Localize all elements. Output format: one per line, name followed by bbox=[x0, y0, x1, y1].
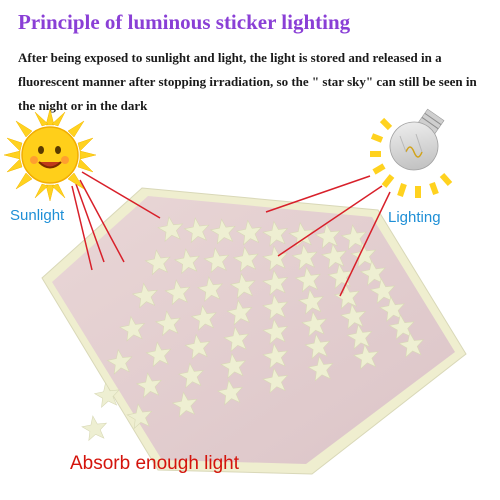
star-sticker bbox=[232, 246, 259, 273]
star-sticker bbox=[235, 219, 262, 246]
star-sticker bbox=[307, 355, 334, 382]
star-sticker bbox=[229, 272, 256, 299]
sun-icon bbox=[3, 108, 97, 202]
star-sticker bbox=[93, 382, 120, 408]
description-text: After being exposed to sunlight and ligh… bbox=[18, 50, 477, 113]
star-sticker bbox=[119, 315, 146, 342]
star-sticker bbox=[388, 313, 415, 340]
star-sticker bbox=[262, 343, 289, 370]
star-sticker bbox=[262, 318, 289, 345]
sunlight-label: Sunlight bbox=[10, 207, 65, 224]
star-sticker bbox=[135, 372, 162, 399]
star-sticker bbox=[216, 379, 244, 406]
star-sticker bbox=[183, 217, 210, 244]
star-sticker bbox=[352, 343, 379, 370]
star-sticker bbox=[145, 341, 172, 368]
star-sticker bbox=[304, 333, 331, 360]
star-sticker bbox=[369, 277, 396, 304]
star-sticker bbox=[320, 243, 347, 270]
star-sticker bbox=[190, 304, 217, 331]
glow-stars bbox=[81, 216, 425, 442]
star-sticker bbox=[144, 249, 171, 276]
lighting-label: Lighting bbox=[388, 209, 441, 226]
star-sticker bbox=[301, 311, 328, 338]
star-sticker bbox=[226, 299, 253, 326]
star-sticker bbox=[262, 294, 289, 321]
star-sticker bbox=[220, 352, 247, 379]
star-sticker bbox=[350, 242, 377, 269]
star-sticker bbox=[81, 415, 108, 442]
star-sticker bbox=[223, 326, 250, 353]
star-sticker bbox=[184, 333, 211, 360]
star-sticker bbox=[197, 276, 224, 303]
star-sticker bbox=[333, 283, 360, 310]
star-sticker bbox=[288, 221, 315, 248]
star-sticker bbox=[203, 247, 230, 274]
star-sticker bbox=[178, 362, 205, 389]
page-title: Principle of luminous sticker lighting bbox=[18, 10, 351, 34]
star-sticker bbox=[157, 216, 184, 243]
star-sticker bbox=[346, 323, 373, 350]
absorb-label: Absorb enough light bbox=[70, 453, 240, 474]
lighting-rays bbox=[265, 175, 391, 297]
star-sticker bbox=[154, 310, 181, 337]
sunlight-rays bbox=[71, 171, 161, 271]
light-bulb-icon bbox=[370, 108, 453, 198]
star-sticker bbox=[106, 348, 133, 375]
star-sticker bbox=[291, 244, 318, 271]
star-sticker bbox=[398, 331, 425, 358]
star-sticker bbox=[131, 282, 158, 309]
star-sticker bbox=[262, 220, 289, 247]
star-sticker bbox=[340, 303, 367, 330]
star-sticker bbox=[359, 260, 386, 287]
star-sticker bbox=[297, 288, 324, 315]
star-sticker-sheet bbox=[41, 187, 467, 475]
star-sticker bbox=[173, 248, 201, 275]
star-sticker bbox=[164, 279, 191, 306]
star-sticker bbox=[314, 222, 341, 249]
star-sticker bbox=[171, 391, 198, 418]
star-sticker bbox=[379, 295, 406, 322]
star-sticker bbox=[262, 367, 289, 394]
star-sticker bbox=[262, 269, 289, 296]
star-sticker bbox=[209, 218, 236, 245]
star-sticker bbox=[262, 245, 289, 272]
star-sticker bbox=[340, 224, 367, 251]
star-sticker bbox=[126, 403, 153, 430]
star-sticker bbox=[294, 266, 321, 293]
